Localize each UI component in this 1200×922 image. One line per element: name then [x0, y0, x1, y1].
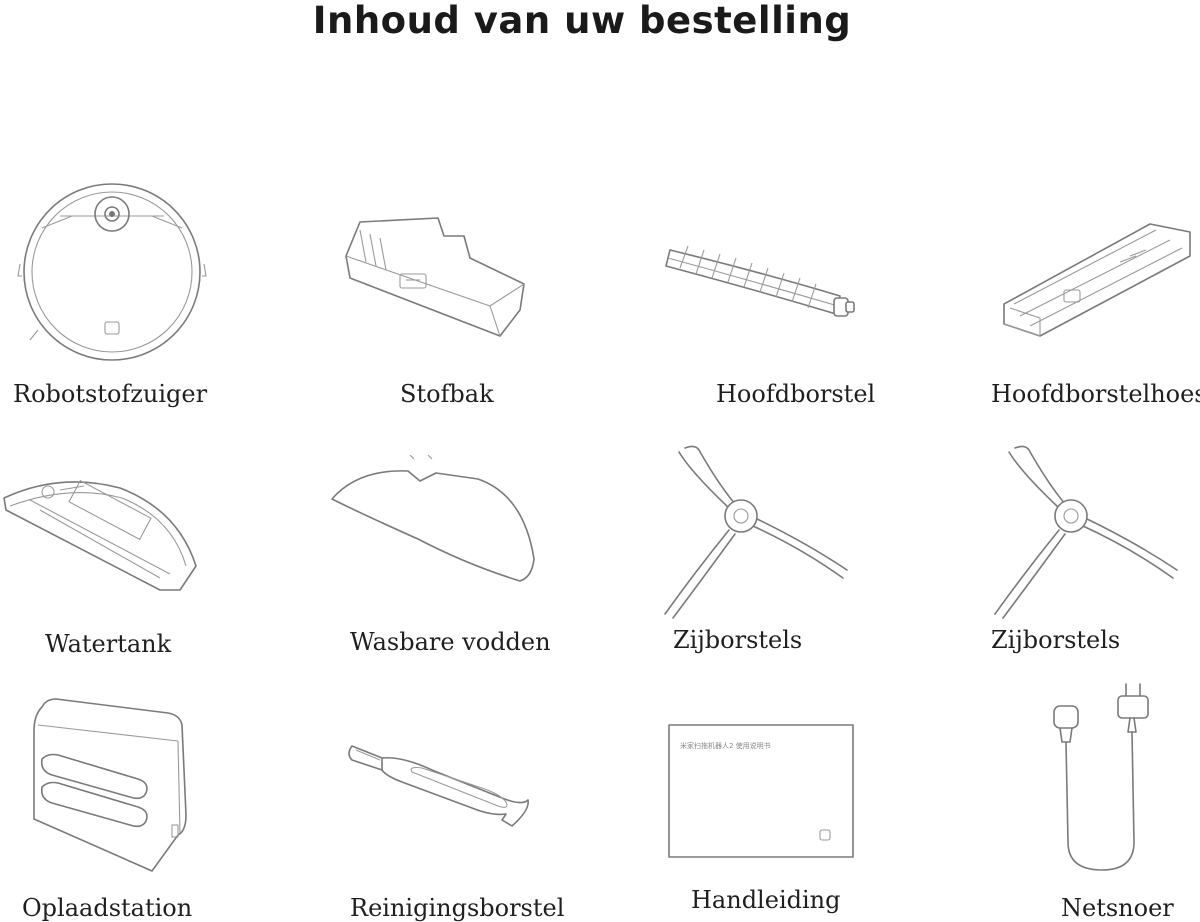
item-label: Zijborstels — [991, 626, 1121, 654]
water-tank-icon — [0, 470, 200, 595]
side-brush-icon — [655, 442, 855, 620]
item-label: Handleiding — [691, 886, 841, 914]
item-label: Netsnoer — [1061, 894, 1174, 922]
item-label: Zijborstels — [673, 626, 803, 654]
main-brush-cover-icon — [1000, 212, 1195, 340]
page-title: Inhoud van uw bestelling — [312, 0, 852, 42]
dustbin-icon — [340, 210, 530, 340]
manual-icon: 米家扫拖机器人2 使用说明书 — [668, 724, 854, 858]
charging-dock-icon — [28, 695, 193, 875]
mop-pad-icon — [328, 455, 538, 590]
item-label: Robotstofzuiger — [13, 380, 208, 408]
item-label: Watertank — [45, 630, 172, 658]
cleaning-tool-icon — [342, 740, 532, 830]
item-label: Wasbare vodden — [350, 628, 551, 656]
item-label: Hoofdborstel — [716, 380, 876, 408]
main-brush-icon — [660, 232, 860, 328]
power-cord-icon — [1040, 682, 1170, 877]
item-label: Reinigingsborstel — [350, 894, 565, 922]
item-label: Stofbak — [400, 380, 494, 408]
item-label: Oplaadstation — [22, 894, 193, 922]
robot-vacuum-icon — [12, 180, 212, 366]
item-label: Hoofdborstelhoes — [991, 380, 1200, 408]
side-brush-icon — [985, 442, 1185, 620]
manual-text: 米家扫拖机器人2 使用说明书 — [680, 741, 771, 750]
